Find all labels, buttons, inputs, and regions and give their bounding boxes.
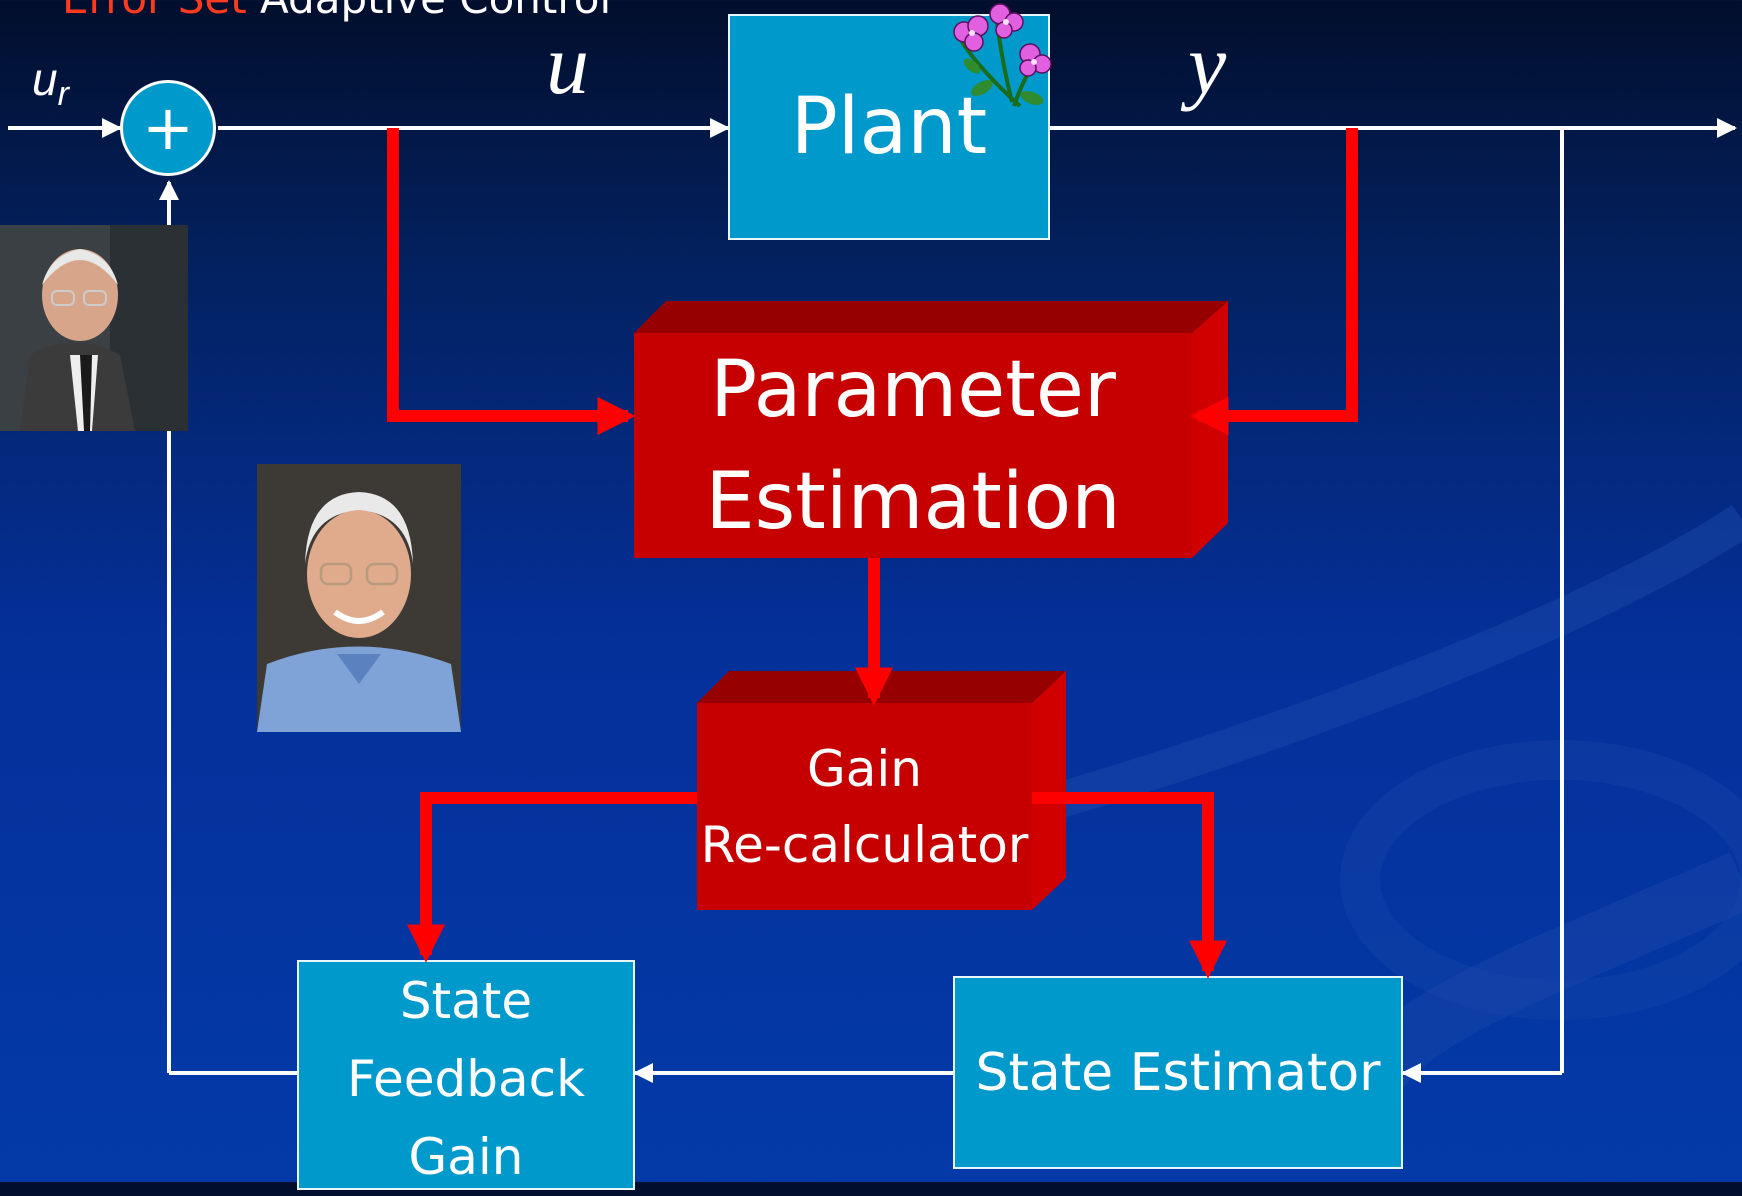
portrait-photo-1 <box>0 225 188 431</box>
y-to-param-arrow <box>1190 128 1358 436</box>
plant-block: Plant <box>728 14 1050 240</box>
plant-label: Plant <box>790 82 988 172</box>
sfg-line2: Feedback <box>346 1050 586 1108</box>
ur-sub: r <box>57 75 69 114</box>
y-signal-label: y <box>1188 16 1227 112</box>
state-feedback-gain-block: State Feedback Gain <box>297 960 635 1190</box>
sfg-line3: Gain <box>408 1128 524 1186</box>
u-to-param-arrow <box>387 128 636 436</box>
gain-to-estimator-arrow <box>1032 792 1228 979</box>
parameter-estimation-block: Parameter Estimation <box>634 333 1192 558</box>
gain-line1: Gain <box>807 739 922 798</box>
u-signal-label: u <box>546 16 589 112</box>
flower-clipart-icon <box>953 3 1052 108</box>
portrait-2-drawing <box>257 464 461 732</box>
summing-junction: + <box>120 80 216 176</box>
gain-line2: Re-calculator <box>700 815 1029 874</box>
ur-main: u <box>32 53 58 105</box>
input-signal-label: ur <box>32 52 69 114</box>
param-line2: Estimation <box>705 456 1121 547</box>
slide-title: Error Set Adaptive Control <box>62 0 611 23</box>
gain-recalculator-block: Gain Re-calculator <box>697 703 1032 910</box>
plus-symbol: + <box>142 91 194 164</box>
title-rest: Adaptive Control <box>247 0 611 23</box>
gain-to-sfg-arrow <box>406 792 697 963</box>
sfg-line1: State <box>399 972 533 1030</box>
portrait-photo-2 <box>257 464 461 732</box>
param-line1: Parameter <box>710 344 1116 435</box>
state-estimator-label: State Estimator <box>975 1042 1381 1103</box>
title-accent: Error Set <box>62 0 247 23</box>
portrait-1-drawing <box>0 225 188 431</box>
state-estimator-block: State Estimator <box>953 976 1403 1169</box>
